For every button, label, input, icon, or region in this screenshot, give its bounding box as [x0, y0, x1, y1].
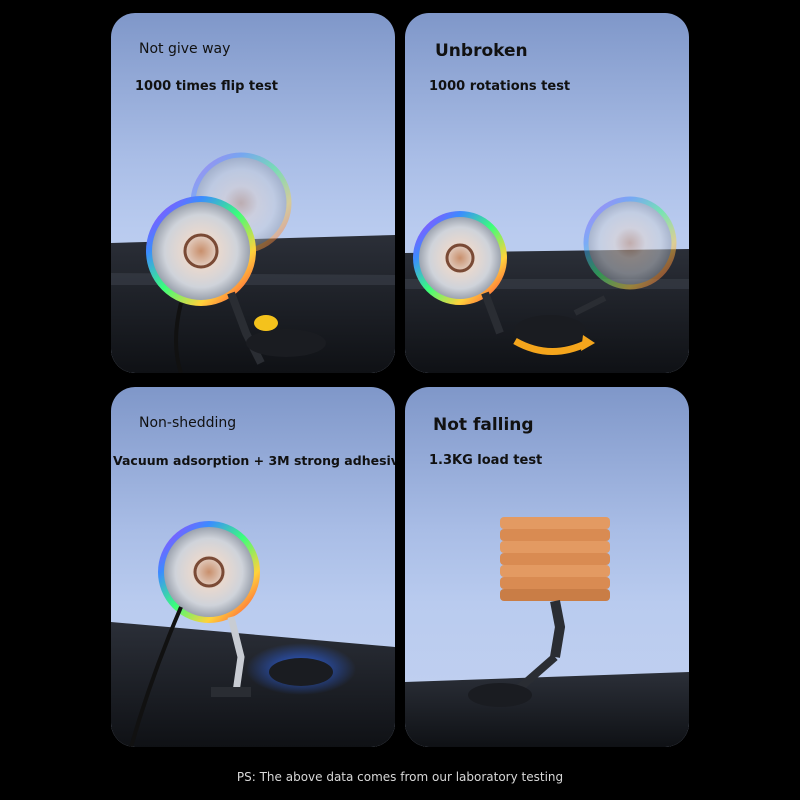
magnetic-mount-icon [413, 211, 507, 305]
panel-subtitle: 1000 rotations test [429, 79, 571, 94]
panel-load-test: Not falling 1.3KG load test [405, 387, 689, 747]
panel-title: Unbroken [435, 41, 528, 61]
load-stack-icon [500, 517, 610, 601]
disclaimer-footer: PS: The above data comes from our labora… [236, 770, 564, 784]
panel-title: Not falling [433, 415, 534, 435]
load-test-illustration [405, 517, 689, 747]
suction-cup-icon [269, 658, 333, 686]
panel-title: Non-shedding [139, 415, 237, 431]
rotation-test-illustration [405, 196, 689, 373]
adhesion-test-illustration [111, 521, 395, 747]
flip-test-illustration [111, 152, 395, 373]
panel-subtitle: 1000 times flip test [135, 79, 278, 94]
panel-title: Not give way [139, 41, 231, 57]
magnetic-mount-icon [146, 196, 256, 306]
panel-rotation-test: Unbroken 1000 rotations test [405, 13, 689, 373]
rotation-arrow-icon [513, 337, 589, 355]
panel-adhesion-test: Non-shedding Vacuum adsorption + 3M stro… [111, 387, 395, 747]
panel-subtitle: Vacuum adsorption + 3M strong adhesive [113, 453, 395, 468]
panel-flip-test: Not give way 1000 times flip test [111, 13, 395, 373]
panel-subtitle: 1.3KG load test [429, 453, 543, 468]
magnetic-mount-icon [158, 521, 260, 623]
